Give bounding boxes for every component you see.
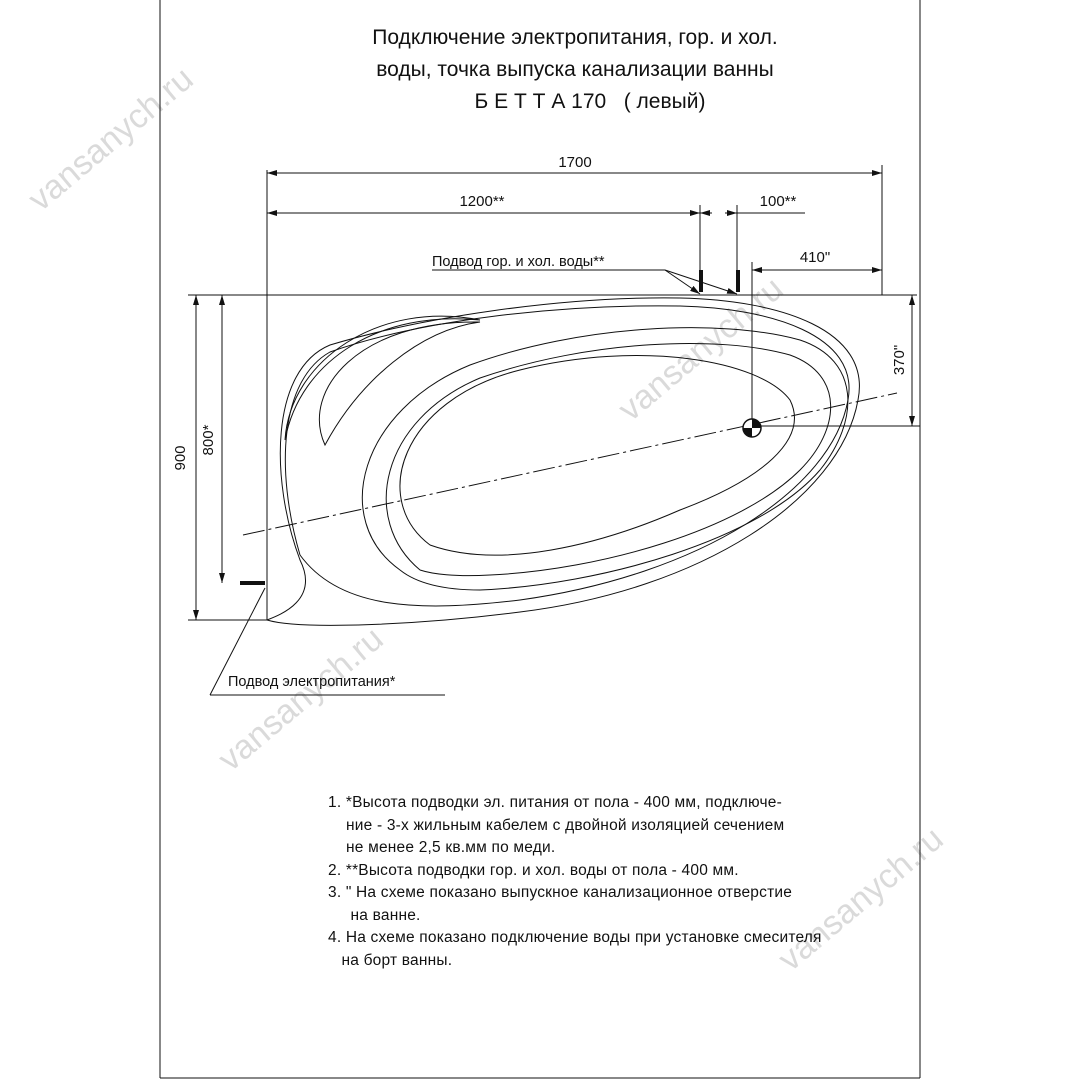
backrest-outer bbox=[284, 315, 481, 441]
note-line: 1. *Высота подводки эл. питания от пола … bbox=[328, 794, 782, 811]
note-line: 3. " На схеме показано выпускное канализ… bbox=[328, 884, 793, 901]
title-line-2: воды, точка выпуска канализации ванны bbox=[376, 58, 774, 81]
note-line: не менее 2,5 кв.мм по меди. bbox=[328, 839, 556, 856]
bath-edge bbox=[362, 327, 849, 591]
dim-370-label: 370" bbox=[891, 345, 908, 375]
title-line-3: Б Е Т Т А 170 ( левый) bbox=[474, 90, 706, 113]
note-line: на борт ванны. bbox=[328, 951, 453, 969]
note-line: ние - 3-х жильным кабелем с двойной изол… bbox=[328, 816, 785, 834]
water-supply-label: Подвод гор. и хол. воды** bbox=[432, 254, 605, 270]
bath-axis bbox=[242, 392, 898, 536]
note-line: 2. **Высота подводки гор. и хол. воды от… bbox=[328, 861, 739, 879]
bath-outer-rim bbox=[266, 297, 860, 626]
title-line-1: Подключение электропитания, гор. и хол. bbox=[372, 26, 778, 49]
bath-bowl bbox=[399, 355, 795, 556]
dim-1200-label: 1200** bbox=[459, 193, 504, 210]
dim-900-label: 900 bbox=[172, 445, 189, 470]
dim-1700-label: 1700 bbox=[558, 154, 591, 171]
power-supply-label: Подвод электропитания* bbox=[228, 674, 396, 690]
cold-water-pipe bbox=[736, 270, 740, 292]
note-line: на ванне. bbox=[328, 906, 421, 924]
drawing-title: Подключение электропитания, гор. и хол. … bbox=[160, 22, 990, 118]
dim-410-label: 410" bbox=[800, 249, 830, 266]
notes: 1. *Высота подводки эл. питания от пола … bbox=[328, 792, 822, 972]
backrest bbox=[319, 321, 481, 447]
note-line: 4. На схеме показано подключение воды пр… bbox=[328, 929, 822, 946]
hot-water-pipe bbox=[699, 270, 703, 292]
bath-rim-inner bbox=[284, 305, 850, 607]
dim-800-label: 800* bbox=[200, 424, 217, 455]
power-outlet-marker bbox=[240, 581, 265, 585]
drain-icon bbox=[742, 418, 762, 438]
dim-100-label: 100** bbox=[760, 193, 797, 210]
bath-edge-inner bbox=[385, 342, 832, 577]
